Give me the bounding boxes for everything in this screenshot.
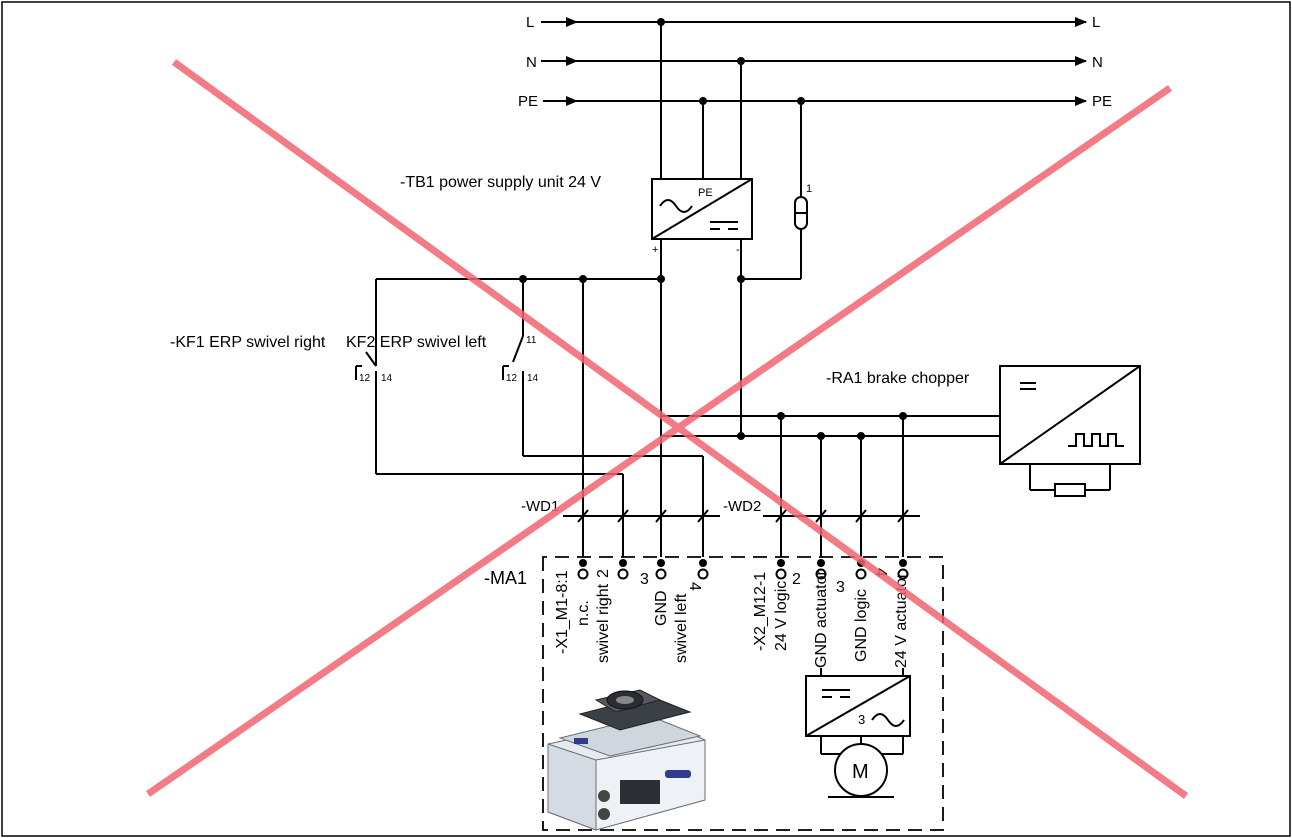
rail-pe-in-label: PE	[518, 93, 538, 110]
x2-pin2-name: GND actuator	[813, 570, 830, 668]
kf1-contact-14: 14	[381, 373, 393, 384]
tb1-label: -TB1 power supply unit 24 V	[400, 174, 601, 191]
gripper-product-image	[547, 689, 706, 831]
chopper-feeds	[661, 412, 1000, 557]
wd2-label: -WD2	[723, 498, 761, 515]
x1-pin4-name: swivel left	[673, 593, 690, 663]
fuse-number: 1	[806, 183, 812, 195]
wd1-label: -WD1	[521, 498, 559, 515]
x1-pin3-num: 3	[640, 571, 649, 588]
rail-n-out-label: N	[1092, 54, 1103, 71]
kf2-contact-11: 11	[526, 335, 537, 346]
ra1-label: -RA1 brake chopper	[826, 370, 970, 387]
inverter-motor: 3 M	[805, 668, 911, 798]
supply-rails: L L N N PE PE	[518, 14, 1112, 110]
x1-pin2-num: 2	[595, 569, 612, 578]
x2-title: -X2_M12-1	[752, 572, 769, 651]
cable-wd: -WD1 -WD2	[521, 498, 920, 523]
fuse-element: 1	[737, 183, 812, 283]
x1-title: -X1_M1-8:1	[554, 570, 571, 654]
cross-out-watermark	[146, 59, 1189, 799]
x2-pin3-name: GND logic	[853, 589, 870, 662]
switch-kf1: -KF1 ERP swivel right 12 14	[170, 334, 624, 557]
kf2-label: KF2 ERP swivel left	[346, 334, 487, 351]
tb1-pe-label: PE	[698, 187, 713, 199]
kf2-contact-12: 12	[506, 373, 518, 384]
kf1-contact-12: 12	[359, 373, 371, 384]
x2-pin2-num: 2	[792, 571, 801, 588]
x2-pin3-num: 3	[836, 579, 845, 596]
x1-pin4-num: 4	[686, 582, 703, 591]
x1-pin1-name: n.c.	[575, 600, 592, 626]
module-ma1: -MA1	[484, 556, 944, 831]
ma1-label: -MA1	[484, 568, 527, 588]
rail-l-in-label: L	[526, 14, 534, 31]
tb1-minus-label: -	[736, 244, 740, 256]
inverter-phase-num: 3	[858, 712, 865, 727]
kf2-contact-14: 14	[527, 373, 539, 384]
x2-pin1-name: 24 V logic	[773, 581, 790, 651]
connector-x1-labels: -X1_M1-8:1 n.c. swivel right 2 3 GND 4 s…	[554, 569, 703, 663]
brake-chopper-ra1: -RA1 brake chopper	[826, 365, 1141, 497]
x1-pin2-name: swivel right	[595, 583, 612, 663]
rail-n-in-label: N	[526, 54, 537, 71]
rail-pe-out-label: PE	[1092, 93, 1112, 110]
kf1-label: -KF1 ERP swivel right	[170, 334, 326, 351]
rail-l-out-label: L	[1092, 14, 1100, 31]
switch-kf2: KF2 ERP swivel left 11 12 14	[346, 334, 704, 557]
tb1-plus-label: +	[652, 244, 658, 256]
x1-pin3-name: GND	[653, 590, 670, 626]
motor-label: M	[852, 761, 869, 783]
rail-taps	[657, 18, 805, 197]
connector-pins	[577, 559, 909, 580]
power-supply-tb1: -TB1 power supply unit 24 V PE + -	[400, 174, 753, 256]
connector-x2-labels: -X2_M12-1 24 V logic 2 GND actuator 3 GN…	[752, 568, 910, 668]
dc-bus	[375, 239, 742, 557]
